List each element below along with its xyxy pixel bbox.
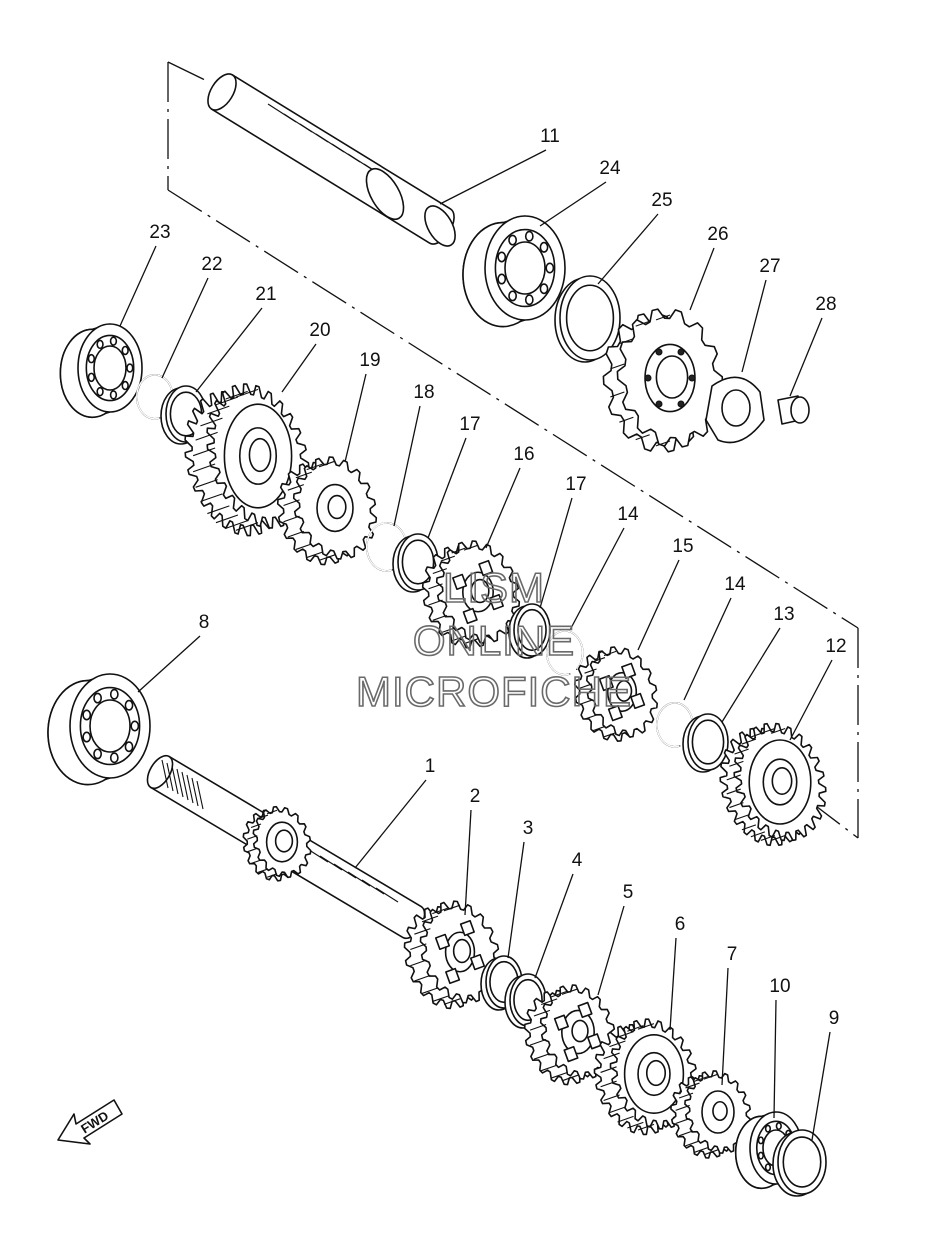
leader-line-2 <box>464 809 472 916</box>
leader-line-10 <box>773 999 777 1119</box>
leader-line-15 <box>637 559 680 651</box>
leader-line-8 <box>137 635 201 693</box>
leader-line-20 <box>281 343 317 393</box>
callout-7: 7 <box>727 944 738 965</box>
bearing-8 <box>47 673 151 786</box>
callout-19: 19 <box>359 350 380 371</box>
main-axle-integral-gear <box>242 805 312 882</box>
callout-27: 27 <box>759 256 780 277</box>
watermark-line-2: ONLINE <box>413 617 575 664</box>
watermark: LISM ONLINE MICROFICHE <box>355 563 632 716</box>
leader-line-3 <box>507 841 525 959</box>
callout-2: 2 <box>470 786 481 807</box>
lock-washer-27 <box>705 376 765 444</box>
leader-line-14a <box>569 527 625 631</box>
leader-line-17b <box>539 497 573 609</box>
gear-15 <box>574 646 658 742</box>
forward-direction-arrow-icon: FWD <box>57 1099 123 1145</box>
bearing-24 <box>462 215 566 328</box>
callout-15: 15 <box>672 536 693 557</box>
leader-line-23 <box>119 245 157 327</box>
callout-13: 13 <box>773 604 794 625</box>
callout-numbers: 1234567891011121314141516171718192021222… <box>149 126 846 1029</box>
parts-layer <box>47 73 827 1197</box>
leader-line-25 <box>597 213 659 285</box>
leader-line-27 <box>741 279 767 373</box>
leader-line-11 <box>439 149 547 205</box>
bearing-23 <box>59 323 143 419</box>
callout-20: 20 <box>309 320 330 341</box>
leader-line-18 <box>393 405 421 527</box>
leader-line-22 <box>161 277 209 379</box>
callout-4: 4 <box>572 850 583 871</box>
leader-line-26 <box>689 247 715 311</box>
callout-3: 3 <box>523 818 534 839</box>
callout-9: 9 <box>829 1008 840 1029</box>
gear-6 <box>593 1018 699 1136</box>
callout-18: 18 <box>413 382 434 403</box>
callout-24: 24 <box>599 158 621 179</box>
washer-13 <box>682 713 729 773</box>
callout-28: 28 <box>815 294 836 315</box>
sprocket-26 <box>602 308 724 453</box>
callout-5: 5 <box>623 882 634 903</box>
washer-17a <box>392 533 439 593</box>
leader-line-28 <box>789 317 823 397</box>
callout-14b: 14 <box>724 574 746 595</box>
leader-line-24 <box>539 181 607 227</box>
leader-line-4 <box>534 873 574 979</box>
callout-8: 8 <box>199 612 210 633</box>
callout-1: 1 <box>425 756 436 777</box>
callout-10: 10 <box>769 976 790 997</box>
callout-14a: 14 <box>617 504 639 525</box>
callout-26: 26 <box>707 224 728 245</box>
callout-21: 21 <box>255 284 276 305</box>
leader-line-7 <box>721 967 729 1086</box>
callout-17b: 17 <box>565 474 586 495</box>
leader-line-9 <box>811 1031 831 1141</box>
callout-11: 11 <box>540 126 560 147</box>
leader-line-16 <box>485 467 521 549</box>
leader-line-6 <box>669 937 677 1031</box>
circlip-14a <box>546 630 584 676</box>
leader-line-19 <box>344 373 367 463</box>
callout-25: 25 <box>651 190 672 211</box>
gear-12 <box>719 722 827 847</box>
oil-seal-25 <box>554 275 621 363</box>
collar-9 <box>772 1129 827 1197</box>
watermark-line-1: LISM <box>443 564 545 611</box>
leader-line-17a <box>427 437 467 539</box>
callout-17a: 17 <box>459 414 480 435</box>
leader-line-1 <box>354 779 427 869</box>
callout-12: 12 <box>825 636 846 657</box>
leader-line-13 <box>721 627 781 723</box>
washer-17b <box>508 603 551 659</box>
callout-6: 6 <box>675 914 686 935</box>
leader-line-21 <box>195 307 263 393</box>
leader-lines <box>119 149 833 1141</box>
leader-line-12 <box>789 659 833 741</box>
leader-line-14b <box>683 597 732 701</box>
drive-axle-shaft <box>207 73 456 247</box>
gear-2 <box>403 900 501 1010</box>
callout-16: 16 <box>513 444 534 465</box>
gear-16 <box>421 540 521 649</box>
watermark-line-3: MICROFICHE <box>356 668 632 715</box>
callout-23: 23 <box>149 222 170 243</box>
bolt-28 <box>777 395 810 425</box>
leader-line-5 <box>597 905 625 996</box>
callout-22: 22 <box>201 254 222 275</box>
gear-19 <box>276 456 378 566</box>
